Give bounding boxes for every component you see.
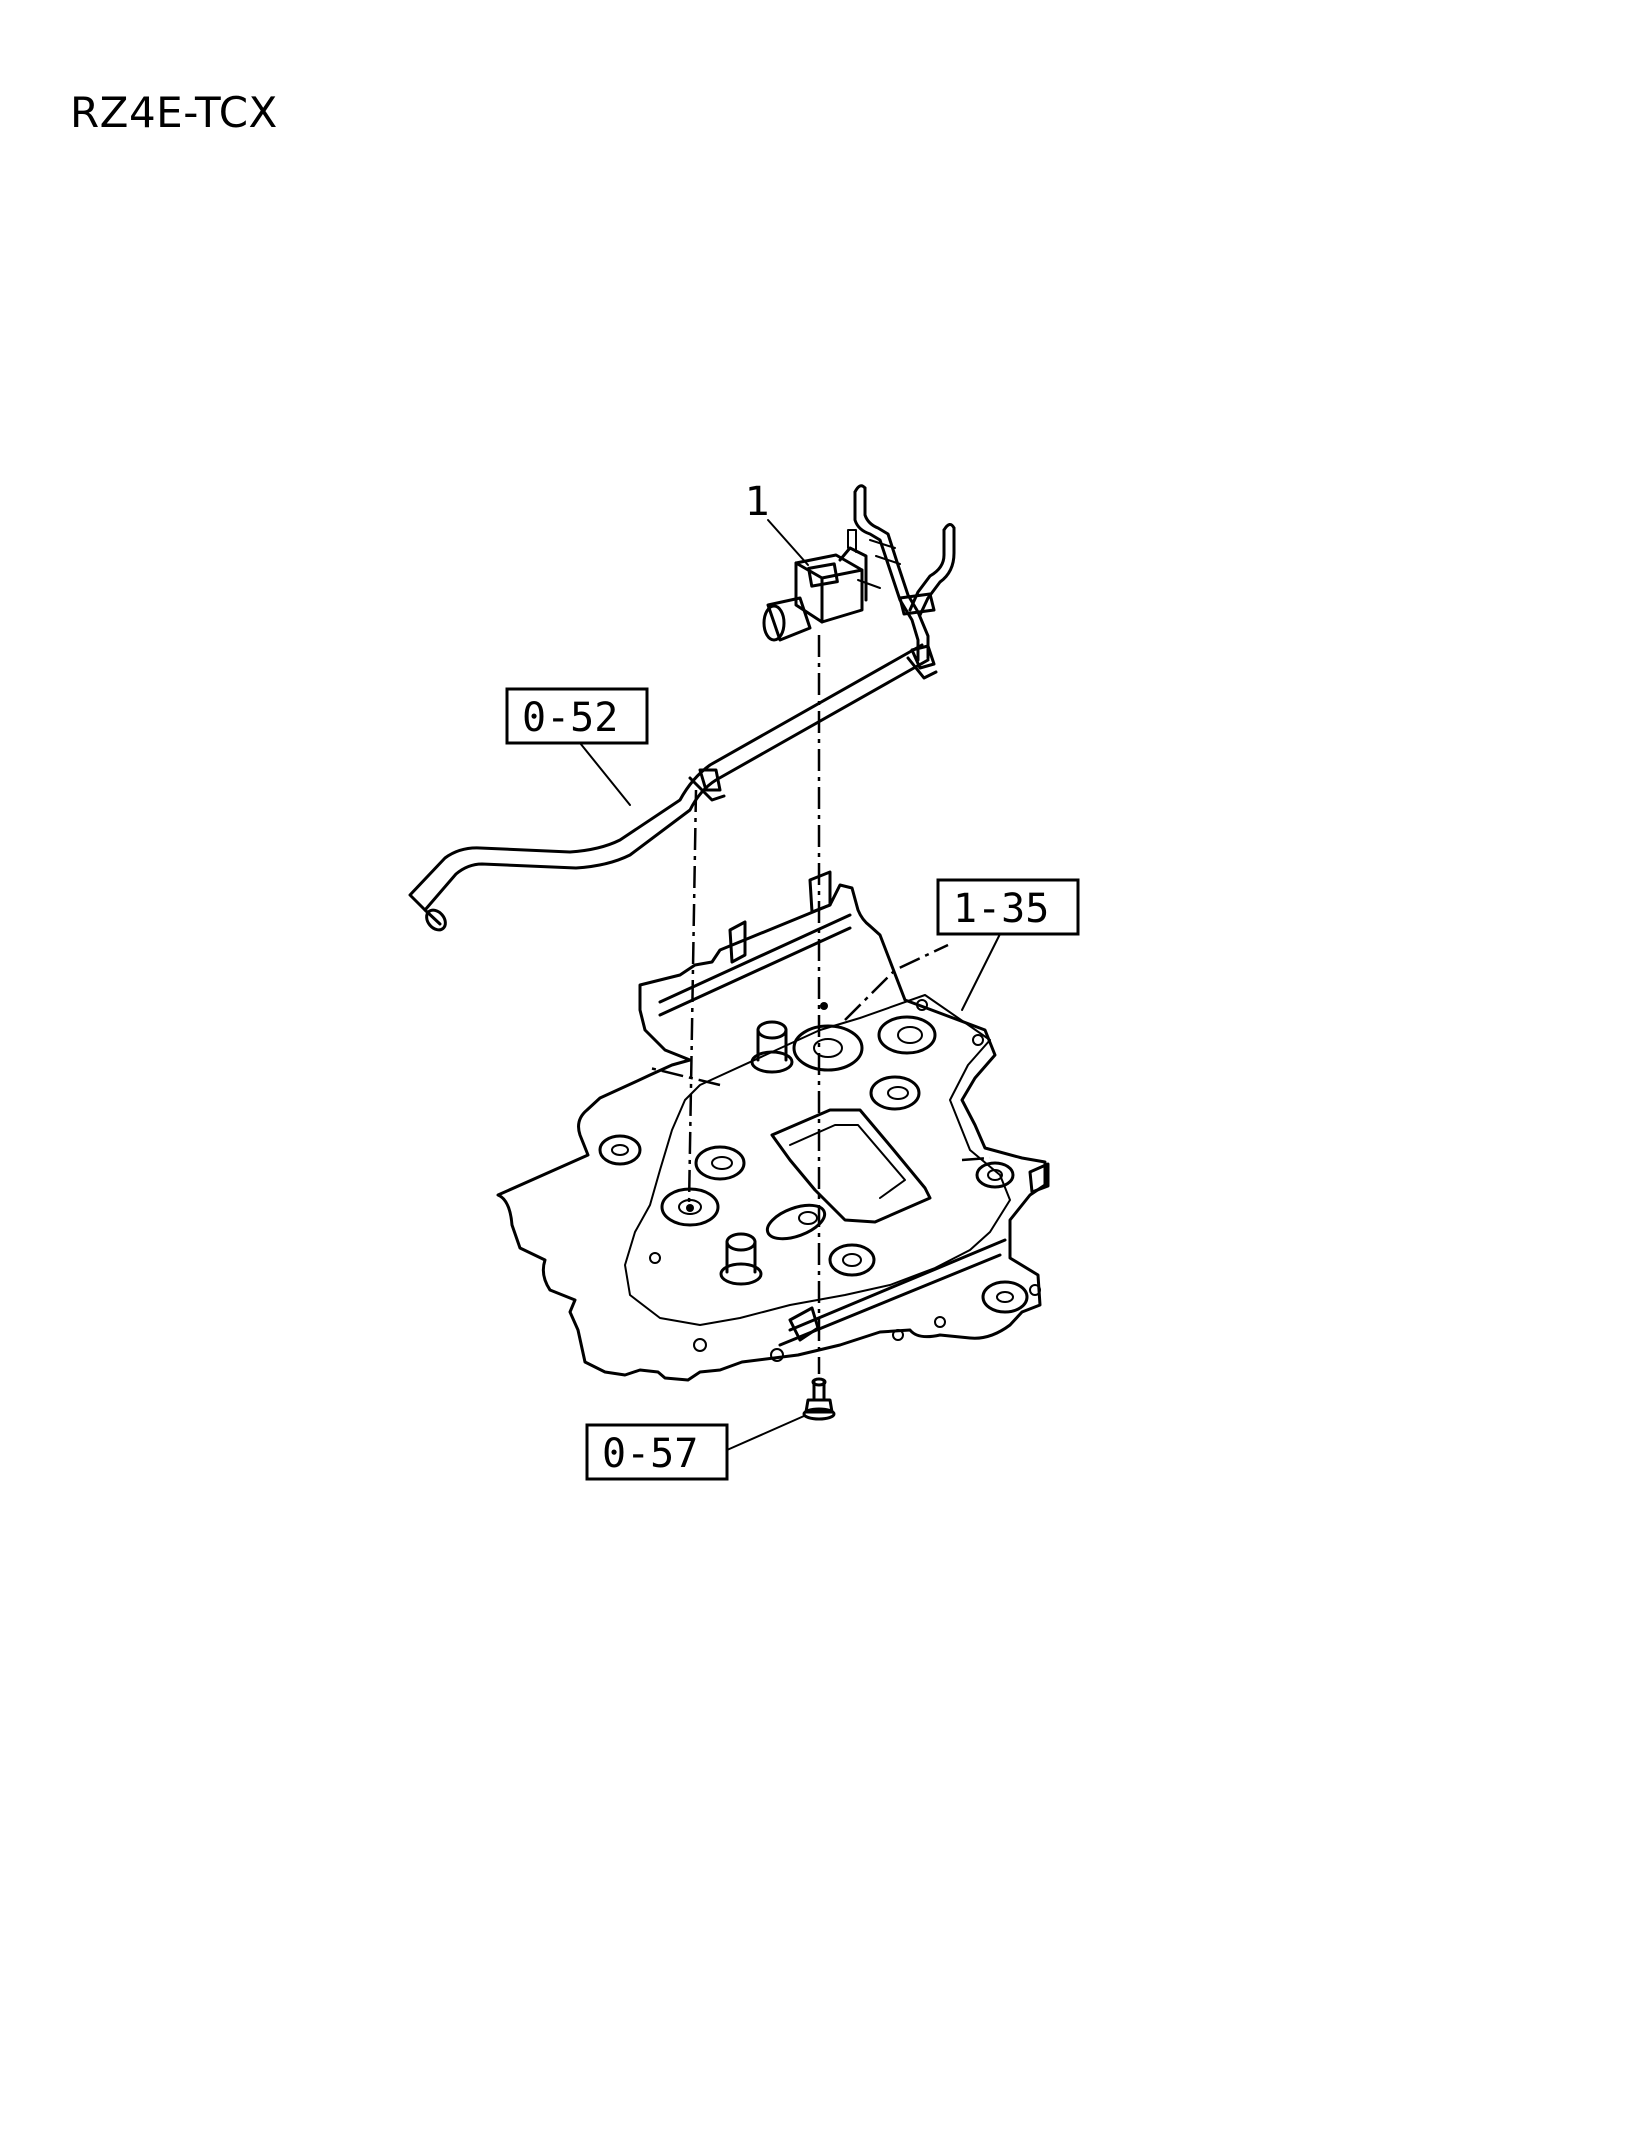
engine-undercover-plate	[496, 870, 1050, 1382]
callout-0-52-leader	[579, 742, 631, 806]
callout-item-1-leader	[767, 519, 809, 566]
page-code: RZ4E-TCX	[70, 88, 278, 137]
assembly-lines	[649, 635, 991, 1374]
vacuum-hoses	[853, 484, 956, 662]
callout-item-1-label: 1	[745, 479, 770, 525]
solenoid-valve: 1	[745, 479, 881, 642]
callout-1-35-label: 1-35	[953, 886, 1049, 932]
callout-0-57: 0-57	[585, 1415, 805, 1481]
callout-1-35: 1-35	[936, 878, 1080, 1011]
callout-1-35-leader	[961, 933, 1001, 1011]
callout-0-52: 0-52	[505, 687, 649, 806]
bolt	[802, 1377, 836, 1421]
vacuum-pipe	[408, 643, 938, 932]
callout-0-57-leader	[726, 1415, 805, 1451]
callout-0-52-label: 0-52	[522, 695, 618, 741]
callout-0-57-label: 0-57	[602, 1431, 698, 1477]
